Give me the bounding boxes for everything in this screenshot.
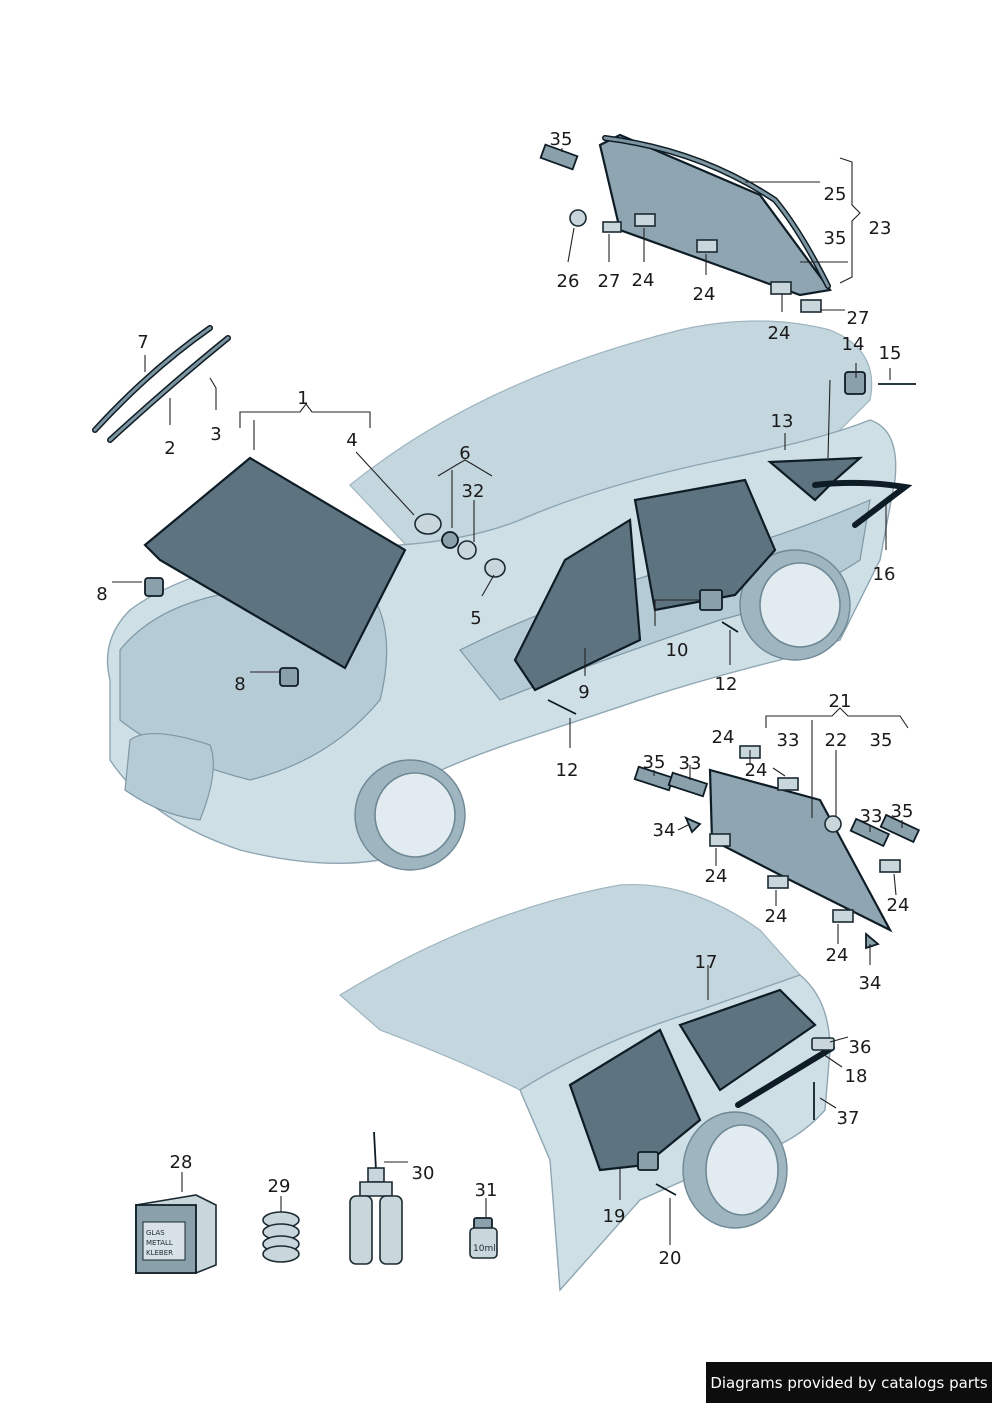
callout-3: 3 xyxy=(210,424,221,445)
quarter-glass xyxy=(767,456,864,502)
callout-24-a: 24 xyxy=(632,270,655,291)
callout-6: 6 xyxy=(459,443,470,464)
callout-19: 19 xyxy=(603,1206,626,1227)
credit-badge: Diagrams provided by catalogs parts xyxy=(706,1362,992,1403)
callout-15: 15 xyxy=(879,343,902,364)
primer-bottle: 10ml xyxy=(469,1217,498,1259)
callout-35-a: 35 xyxy=(550,129,573,150)
callout-8-hood: 8 xyxy=(234,674,245,695)
callout-34-b: 34 xyxy=(859,973,882,994)
adhesive-box-text-3: KLEBER xyxy=(146,1249,173,1257)
callout-17: 17 xyxy=(695,952,718,973)
callout-24-h: 24 xyxy=(887,895,910,916)
callout-33-b: 33 xyxy=(679,753,702,774)
trim-strip-18 xyxy=(735,1045,835,1108)
callout-26: 26 xyxy=(557,271,580,292)
callout-36: 36 xyxy=(849,1037,872,1058)
leader-lines xyxy=(112,148,909,1245)
callout-24-g: 24 xyxy=(765,906,788,927)
callout-35-c: 35 xyxy=(870,730,893,751)
small-parts xyxy=(144,143,921,1196)
callout-5: 5 xyxy=(470,608,481,629)
callout-24-i: 24 xyxy=(826,945,849,966)
callout-25: 25 xyxy=(824,184,847,205)
adhesive-box-text-2: METALL xyxy=(146,1239,173,1247)
callout-24-c: 24 xyxy=(768,323,791,344)
callout-14: 14 xyxy=(842,334,865,355)
callout-32: 32 xyxy=(462,481,485,502)
wagon-door-glass xyxy=(568,1028,702,1172)
callout-31: 31 xyxy=(475,1180,498,1201)
callout-4: 4 xyxy=(346,430,357,451)
callout-33-a: 33 xyxy=(777,730,800,751)
callout-24-f: 24 xyxy=(705,866,728,887)
callout-8-front: 8 xyxy=(96,584,107,605)
front-door-glass xyxy=(513,518,642,692)
callout-1: 1 xyxy=(297,388,308,409)
callout-35-b: 35 xyxy=(824,228,847,249)
callout-22: 22 xyxy=(825,730,848,751)
callout-21: 21 xyxy=(829,691,852,712)
callout-12-rear: 12 xyxy=(715,674,738,695)
callout-13: 13 xyxy=(771,411,794,432)
callout-12-front: 12 xyxy=(556,760,579,781)
callout-30: 30 xyxy=(412,1163,435,1184)
callout-28: 28 xyxy=(170,1152,193,1173)
callout-33-c: 33 xyxy=(860,806,883,827)
callout-9: 9 xyxy=(578,682,589,703)
callout-2: 2 xyxy=(164,438,175,459)
roof-strip-upper xyxy=(92,325,213,433)
two-component-cartridge xyxy=(349,1131,403,1265)
callout-23: 23 xyxy=(869,218,892,239)
callout-35-e: 35 xyxy=(891,801,914,822)
callout-24-b: 24 xyxy=(693,284,716,305)
callout-numbers: 1 2 3 4 5 6 7 8 8 9 10 12 12 13 14 15 16… xyxy=(96,129,913,1269)
windshield-glass xyxy=(143,456,407,670)
trim-strip-16 xyxy=(812,479,913,528)
callout-16: 16 xyxy=(873,564,896,585)
callout-24-d: 24 xyxy=(712,727,735,748)
adhesive-kit: GLAS METALL KLEBER xyxy=(135,1194,217,1274)
primer-bottle-text: 10ml xyxy=(473,1244,496,1254)
callout-20: 20 xyxy=(659,1248,682,1269)
cutting-wire-coil xyxy=(262,1211,300,1263)
callout-34-a: 34 xyxy=(653,820,676,841)
wagon-side-glass xyxy=(678,988,817,1092)
callout-29: 29 xyxy=(268,1176,291,1197)
callout-27-b: 27 xyxy=(847,308,870,329)
side-glass-21 xyxy=(708,768,893,933)
callout-37: 37 xyxy=(837,1108,860,1129)
callout-27-a: 27 xyxy=(598,271,621,292)
rear-door-glass xyxy=(633,478,777,612)
callout-24-e: 24 xyxy=(745,760,768,781)
callout-10: 10 xyxy=(666,640,689,661)
callout-7: 7 xyxy=(137,332,148,353)
adhesive-box-text-1: GLAS xyxy=(146,1229,165,1237)
callout-35-d: 35 xyxy=(643,752,666,773)
callout-18: 18 xyxy=(845,1066,868,1087)
